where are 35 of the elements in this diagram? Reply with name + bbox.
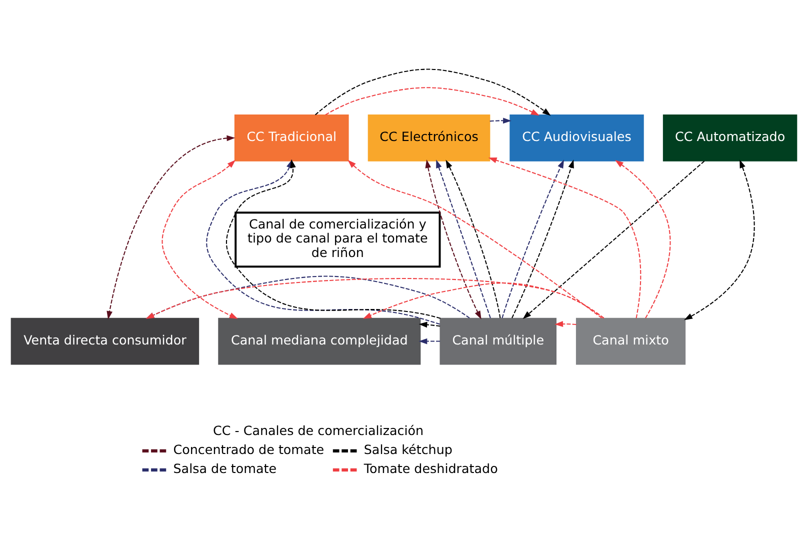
node-box: Canal mediana complejidad bbox=[218, 317, 421, 364]
arrow bbox=[162, 159, 238, 318]
arrow bbox=[684, 159, 755, 320]
node-box: CC Automatizado bbox=[662, 114, 798, 161]
legend-label: Salsa kétchup bbox=[364, 441, 452, 456]
arrow bbox=[522, 160, 705, 319]
arrow bbox=[488, 156, 642, 318]
arrow bbox=[418, 338, 440, 344]
legend-label: Concentrado de tomate bbox=[173, 441, 324, 456]
arrow bbox=[348, 159, 602, 318]
arrow bbox=[325, 86, 540, 116]
node-box: CC Electrónicos bbox=[368, 114, 490, 161]
label: CC - Canales de comercialización bbox=[212, 422, 424, 438]
arrow bbox=[436, 159, 491, 318]
arrow bbox=[614, 160, 671, 318]
legend-label: Tomate deshidratado bbox=[364, 460, 498, 476]
node-box: CC Audiovisuales bbox=[510, 114, 644, 161]
arrow bbox=[425, 159, 482, 319]
node-box: Canal mixto bbox=[576, 317, 686, 364]
arrow bbox=[446, 159, 501, 318]
arrow bbox=[146, 275, 470, 318]
arrow bbox=[512, 159, 574, 318]
arrow bbox=[554, 320, 576, 326]
node-box: Venta directa consumidor bbox=[10, 317, 200, 364]
arrow bbox=[418, 321, 440, 328]
node-box: CC Tradicional bbox=[234, 114, 349, 161]
node-box: Canal de comercialización y tipo de canal para el tomate de riñon bbox=[234, 211, 441, 268]
arrow bbox=[146, 278, 604, 318]
node-box: Canal múltiple bbox=[440, 317, 556, 364]
legend-label: Salsa de tomate bbox=[173, 460, 277, 476]
arrow bbox=[314, 68, 551, 116]
arrow bbox=[362, 282, 604, 318]
arrow bbox=[490, 117, 512, 124]
arrow bbox=[106, 134, 236, 320]
arrow bbox=[502, 159, 564, 318]
